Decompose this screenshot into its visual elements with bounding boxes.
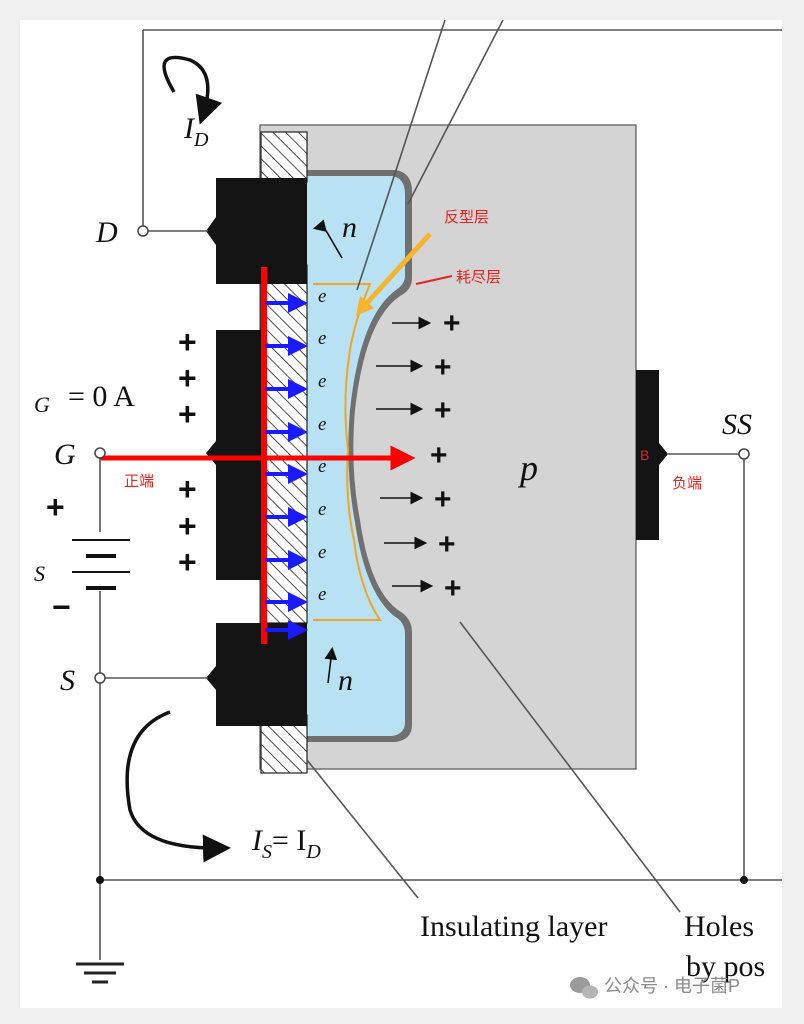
electron-label: e	[318, 542, 326, 563]
source-current-label: IS= ID	[251, 824, 321, 863]
battery-minus: −	[52, 589, 71, 625]
gate-plus: +	[178, 360, 197, 396]
n-top-label: n	[342, 211, 357, 244]
bulk-marker: B	[640, 447, 649, 463]
depletion-layer-annotation: 耗尽层	[456, 269, 501, 286]
circuit-wires	[99, 20, 782, 960]
gate-plus: +	[178, 324, 197, 360]
electron-label: e	[318, 499, 326, 520]
hole-plus: +	[444, 572, 462, 605]
p-label: p	[517, 448, 538, 488]
drain-terminal	[137, 225, 149, 237]
holes: + + + + + + +	[430, 307, 462, 605]
gate-plus: +	[178, 508, 197, 544]
drain-contact	[206, 178, 307, 284]
hole-plus: +	[430, 439, 448, 472]
n-region	[304, 176, 405, 736]
oxide-layer	[260, 264, 308, 624]
hole-plus: +	[443, 307, 461, 340]
inversion-layer-annotation: 反型层	[444, 209, 489, 226]
ground-icon	[76, 962, 124, 984]
terminal-labels: D G S SS p n n S	[34, 211, 752, 697]
source-current-arrow	[125, 710, 231, 863]
source-terminal	[94, 672, 106, 684]
electron-label: e	[318, 328, 326, 349]
gate-label: G	[54, 438, 76, 471]
negative-terminal-annotation: 负端	[672, 475, 702, 492]
source-contact	[206, 623, 307, 726]
battery-icon	[72, 539, 130, 590]
field-arrows	[265, 293, 308, 640]
hole-plus: +	[434, 394, 452, 427]
gate-charges: + + + + + + + −	[46, 324, 197, 625]
electron-label: e	[318, 584, 326, 605]
junction-dot	[96, 876, 104, 884]
inversion-arrowhead	[356, 296, 374, 316]
hole-plus: +	[434, 351, 452, 384]
inversion-boundary	[313, 283, 382, 621]
bottom-labels: Insulating layer Holes by pos	[420, 910, 765, 983]
battery-s-label: S	[34, 561, 45, 586]
drain-current-label: ID	[183, 112, 209, 151]
insulating-layer-label: Insulating layer	[420, 910, 607, 943]
junction-dot	[740, 876, 748, 884]
bulk-contact	[636, 370, 668, 540]
holes-label-line1: Holes	[684, 910, 754, 943]
wechat-logo-icon	[570, 977, 598, 999]
drain-label: D	[95, 216, 118, 249]
oxide-top	[260, 131, 308, 183]
electron-label: e	[318, 414, 326, 435]
electron-label: e	[318, 456, 326, 477]
gate-plus: +	[178, 544, 197, 580]
figure-frame: e e e e e e e e + + + + + + + + + + + + …	[20, 20, 782, 1008]
electrons: e e e e e e e e	[318, 286, 326, 605]
gate-contact	[206, 330, 261, 580]
gate-plus: +	[178, 396, 197, 432]
hole-plus: +	[438, 528, 456, 561]
positive-terminal-annotation: 正端	[124, 473, 154, 490]
hole-plus: +	[434, 483, 452, 516]
source-label: S	[60, 664, 75, 697]
gate-current-prefix: G	[34, 392, 50, 417]
electron-label: e	[318, 371, 326, 392]
battery-plus: +	[46, 489, 65, 525]
substrate-terminal	[738, 448, 750, 460]
n-bottom-arrow	[324, 646, 338, 684]
hole-arrows	[376, 316, 434, 593]
current-labels: ID G = 0 A IS= ID	[34, 112, 321, 863]
gate-plus: +	[178, 471, 197, 507]
depletion-pointer	[415, 275, 453, 285]
gate-current-value: = 0 A	[68, 380, 135, 413]
electron-label: e	[318, 286, 326, 307]
watermark-text: 公众号 · 电子菌P	[604, 976, 740, 996]
drain-current-arrow	[162, 55, 223, 125]
n-bottom-label: n	[338, 664, 353, 697]
n-top-arrow	[312, 219, 343, 259]
mosfet-diagram: e e e e e e e e + + + + + + + + + + + + …	[34, 20, 782, 999]
inversion-arrow	[364, 232, 432, 306]
substrate-label: SS	[722, 408, 752, 441]
gate-terminal	[94, 447, 106, 459]
watermark: 公众号 · 电子菌P	[570, 976, 740, 999]
holes-label-line2: by pos	[686, 950, 765, 983]
annotations: 反型层 耗尽层 正端 负端 B	[124, 209, 702, 492]
